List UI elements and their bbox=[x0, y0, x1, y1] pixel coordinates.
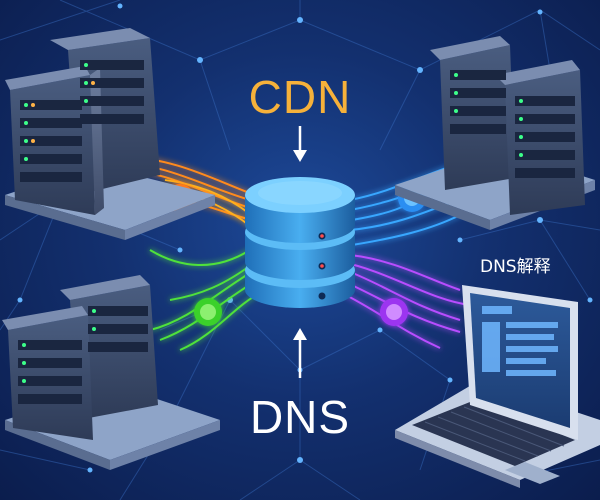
laptop-icon bbox=[395, 285, 600, 488]
link-node-green bbox=[194, 298, 222, 326]
arrow-down-icon bbox=[293, 328, 307, 378]
server-rack-icon bbox=[395, 36, 595, 230]
link-node-magenta bbox=[380, 298, 408, 326]
dns-label: DNS bbox=[249, 391, 351, 443]
server-rack-icon bbox=[5, 28, 215, 240]
link-bottom-right-magenta bbox=[339, 254, 471, 349]
arrow-down-icon bbox=[293, 126, 307, 162]
dns-resolve-label: DNS解释 bbox=[480, 257, 551, 277]
server-rack-icon bbox=[2, 275, 220, 470]
database-stack-icon bbox=[245, 177, 355, 308]
cdn-label: CDN bbox=[248, 71, 352, 123]
